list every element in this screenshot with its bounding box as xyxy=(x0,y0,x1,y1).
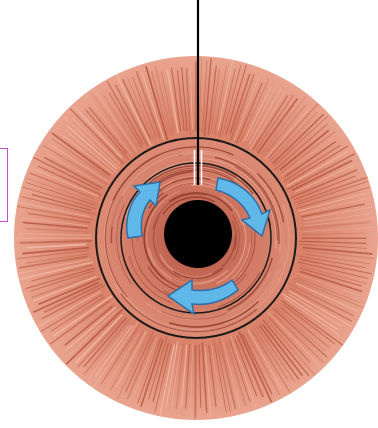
lumen xyxy=(164,200,232,268)
label-box xyxy=(0,148,8,222)
